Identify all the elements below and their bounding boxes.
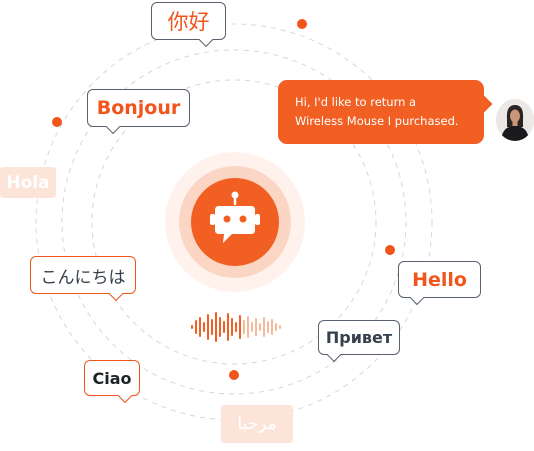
bubble-bonjour: Bonjour xyxy=(87,89,190,135)
bubble-arabic: مرحبا xyxy=(221,405,293,443)
bubble-ciao: Ciao xyxy=(84,360,140,404)
bubble-japanese: こんにちは xyxy=(30,256,136,302)
user-avatar xyxy=(496,99,534,141)
orbit-dot xyxy=(52,117,62,127)
bubble-japanese-label: こんにちは xyxy=(40,267,126,288)
orbit-dot xyxy=(385,245,395,255)
bubble-hello-label: Hello xyxy=(412,268,467,291)
chat-message: Hi, I'd like to return a Wireless Mouse … xyxy=(278,80,493,144)
bubble-privet-label: Привет xyxy=(325,328,393,347)
orbit-dot xyxy=(297,19,307,29)
sound-wave-icon xyxy=(191,312,281,342)
bubble-bonjour-label: Bonjour xyxy=(96,97,181,119)
bubble-hola: Hola xyxy=(0,167,56,198)
bubble-ciao-label: Ciao xyxy=(92,368,132,388)
robot-icon xyxy=(165,152,305,292)
bubble-hola-label: Hola xyxy=(6,172,50,193)
bubble-arabic-label: مرحبا xyxy=(237,414,277,434)
bubble-privet: Привет xyxy=(318,320,400,363)
orbit-dot xyxy=(229,370,239,380)
chat-line-1: Hi, I'd like to return a xyxy=(295,95,417,109)
bubble-hello: Hello xyxy=(398,261,481,306)
bubble-chinese-label: 你好 xyxy=(167,10,210,34)
chat-line-2: Wireless Mouse I purchased. xyxy=(295,114,459,128)
bubble-chinese: 你好 xyxy=(151,2,226,48)
